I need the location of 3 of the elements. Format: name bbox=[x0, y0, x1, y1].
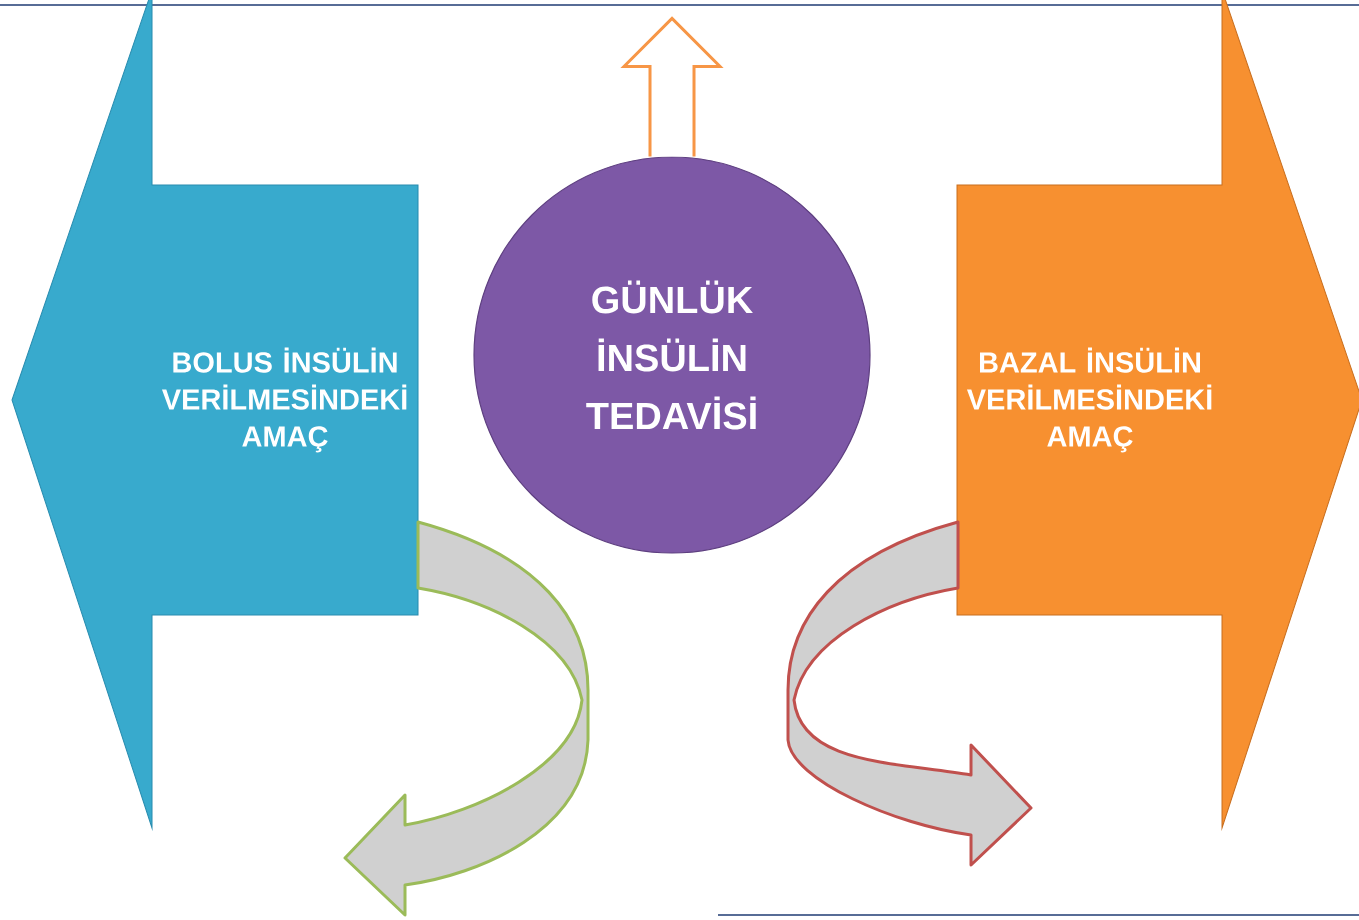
block-arrow bbox=[620, 16, 724, 158]
curved-arrow bbox=[343, 520, 590, 917]
curved-arrow bbox=[786, 520, 1033, 867]
